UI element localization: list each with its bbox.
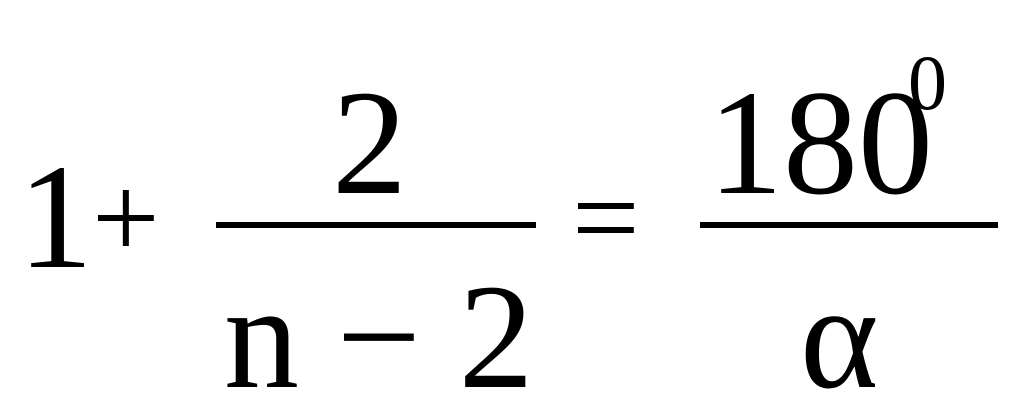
- rhs-fraction-numerator: 180: [708, 60, 933, 226]
- rhs-numerator-superscript: 0: [908, 39, 947, 126]
- lhs-fraction-numerator: 2: [332, 60, 407, 226]
- rhs-fraction-bar: [700, 222, 998, 228]
- lhs-fraction-bar: [216, 222, 536, 228]
- constant-one: 1: [18, 134, 93, 300]
- plus-sign: +: [92, 151, 160, 284]
- equals-sign: =: [572, 151, 640, 284]
- lhs-fraction-denominator: n − 2: [224, 254, 534, 412]
- rhs-fraction-denominator: α: [800, 254, 879, 412]
